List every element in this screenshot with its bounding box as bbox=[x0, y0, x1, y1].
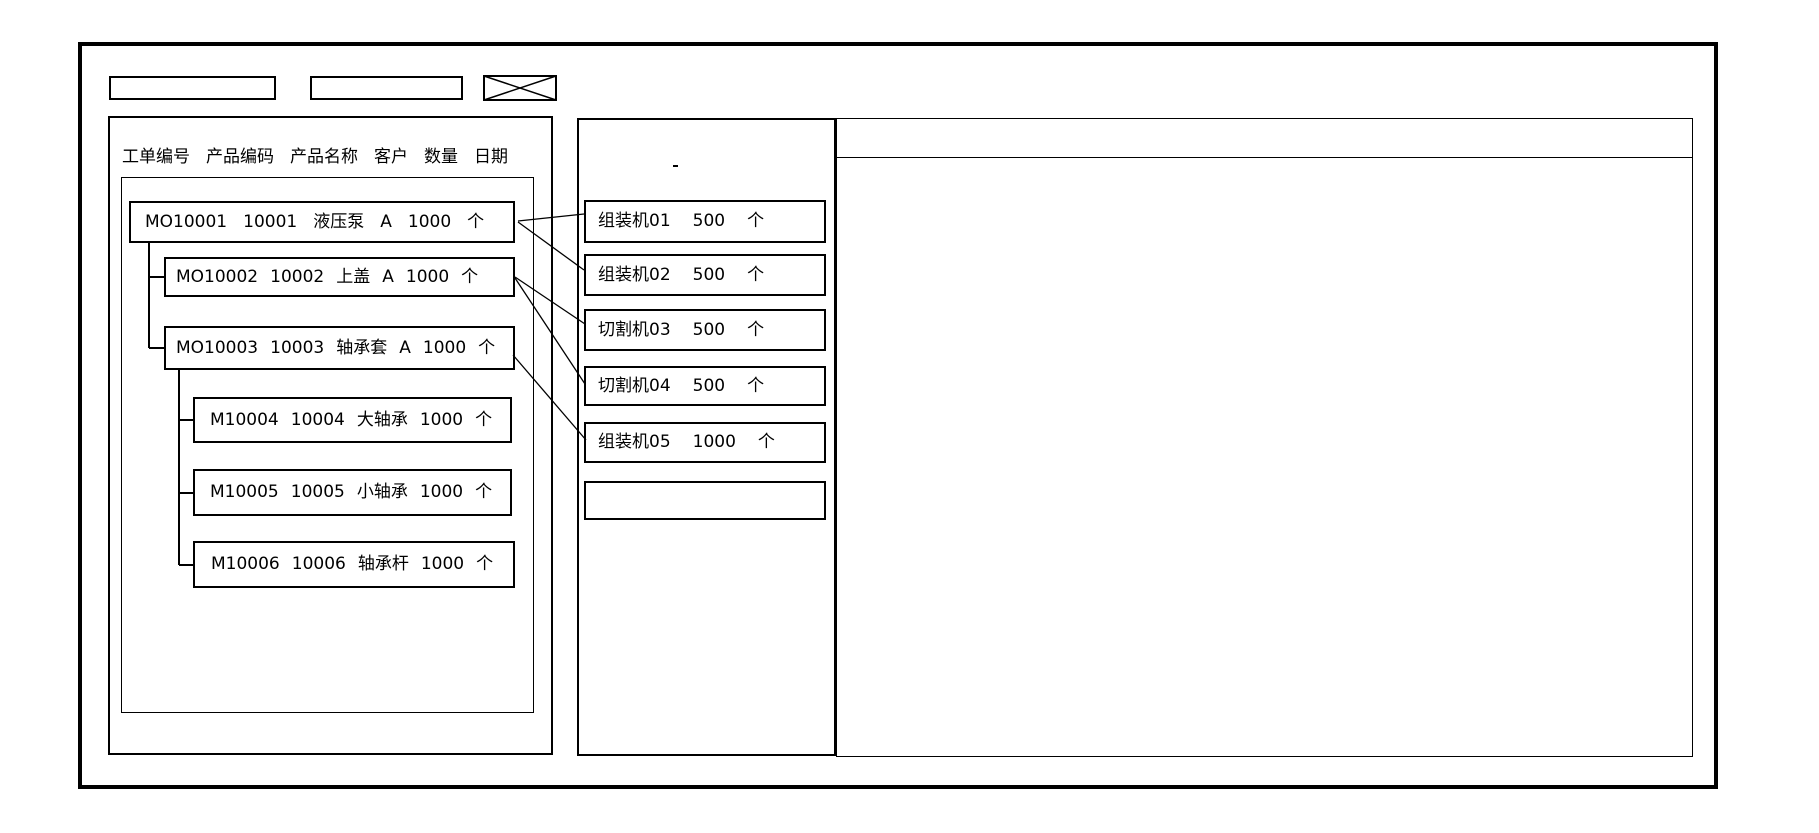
product-code: 10006 bbox=[291, 554, 346, 574]
order-box-mo10003[interactable]: MO10003 10003 轴承套 A 1000 个 bbox=[164, 326, 515, 370]
product-code: 10002 bbox=[270, 266, 325, 287]
customer: A bbox=[399, 337, 411, 358]
col-header-product-name: 产品名称 bbox=[290, 146, 358, 167]
toolbar-field-1[interactable] bbox=[109, 76, 276, 100]
col-header-qty: 数量 bbox=[424, 146, 458, 167]
order-box-m10005[interactable]: M10005 10005 小轴承 1000 个 bbox=[193, 469, 512, 516]
window-frame bbox=[78, 42, 1718, 789]
detail-panel-header-divider bbox=[836, 157, 1693, 158]
machine-unit: 个 bbox=[747, 211, 765, 231]
order-tree-container bbox=[121, 177, 534, 713]
product-code: 10003 bbox=[270, 337, 325, 358]
qty: 1000 bbox=[407, 211, 452, 232]
machine-box-empty[interactable] bbox=[584, 481, 826, 520]
qty: 1000 bbox=[405, 266, 450, 287]
machine-unit: 个 bbox=[747, 264, 765, 285]
machine-name: 组装机01 bbox=[598, 211, 671, 231]
machine-unit: 个 bbox=[747, 375, 765, 396]
machine-name: 组装机05 bbox=[598, 432, 671, 452]
machine-unit: 个 bbox=[757, 432, 775, 452]
order-no: M10005 bbox=[210, 482, 279, 502]
order-box-m10006[interactable]: M10006 10006 轴承杆 1000 个 bbox=[193, 541, 515, 588]
machine-name: 切割机04 bbox=[598, 375, 671, 396]
customer: A bbox=[382, 266, 394, 287]
col-header-customer: 客户 bbox=[374, 146, 408, 167]
product-code: 10001 bbox=[243, 211, 298, 232]
unit: 个 bbox=[467, 211, 485, 232]
order-no: MO10002 bbox=[176, 266, 259, 287]
machine-box-03[interactable]: 切割机03 500 个 bbox=[584, 309, 826, 351]
order-no: MO10003 bbox=[176, 337, 259, 358]
qty: 1000 bbox=[422, 337, 467, 358]
machine-qty: 500 bbox=[692, 211, 726, 231]
qty: 1000 bbox=[419, 482, 464, 502]
unit: 个 bbox=[461, 266, 479, 287]
product-code: 10005 bbox=[290, 482, 345, 502]
machine-name: 组装机02 bbox=[598, 264, 671, 285]
qty: 1000 bbox=[420, 554, 465, 574]
order-no: M10004 bbox=[210, 409, 279, 430]
product-name: 轴承杆 bbox=[357, 554, 409, 574]
product-name: 小轴承 bbox=[356, 482, 408, 502]
unit: 个 bbox=[476, 554, 494, 574]
machine-box-05[interactable]: 组装机05 1000 个 bbox=[584, 422, 826, 463]
product-name: 上盖 bbox=[336, 266, 371, 287]
order-no: M10006 bbox=[211, 554, 280, 574]
product-code: 10004 bbox=[290, 409, 345, 430]
image-placeholder-icon bbox=[483, 75, 557, 101]
order-box-mo10002[interactable]: MO10002 10002 上盖 A 1000 个 bbox=[164, 257, 515, 297]
product-name: 液压泵 bbox=[313, 211, 365, 232]
product-name: 大轴承 bbox=[356, 409, 408, 430]
machine-name: 切割机03 bbox=[598, 319, 671, 340]
col-header-order-no: 工单编号 bbox=[122, 146, 190, 167]
unit: 个 bbox=[475, 409, 493, 430]
order-box-mo10001[interactable]: MO10001 10001 液压泵 A 1000 个 bbox=[129, 201, 515, 243]
machine-qty: 500 bbox=[692, 264, 726, 285]
machine-qty: 500 bbox=[692, 375, 726, 396]
detail-panel bbox=[836, 118, 1693, 757]
machine-box-04[interactable]: 切割机04 500 个 bbox=[584, 366, 826, 406]
order-no: MO10001 bbox=[145, 211, 228, 232]
machine-qty: 500 bbox=[692, 319, 726, 340]
col-header-product-code: 产品编码 bbox=[206, 146, 274, 167]
customer: A bbox=[380, 211, 392, 232]
toolbar-field-2[interactable] bbox=[310, 76, 463, 100]
unit: 个 bbox=[475, 482, 493, 502]
machine-box-02[interactable]: 组装机02 500 个 bbox=[584, 254, 826, 296]
machine-box-01[interactable]: 组装机01 500 个 bbox=[584, 200, 826, 243]
stray-dot-mark bbox=[673, 165, 678, 167]
qty: 1000 bbox=[419, 409, 464, 430]
machine-unit: 个 bbox=[747, 319, 765, 340]
unit: 个 bbox=[478, 337, 496, 358]
machine-qty: 1000 bbox=[692, 432, 736, 452]
column-header-row: 工单编号 产品编码 产品名称 客户 数量 日期 bbox=[122, 146, 508, 168]
product-name: 轴承套 bbox=[336, 337, 388, 358]
col-header-date: 日期 bbox=[474, 146, 508, 167]
order-box-m10004[interactable]: M10004 10004 大轴承 1000 个 bbox=[193, 397, 512, 443]
